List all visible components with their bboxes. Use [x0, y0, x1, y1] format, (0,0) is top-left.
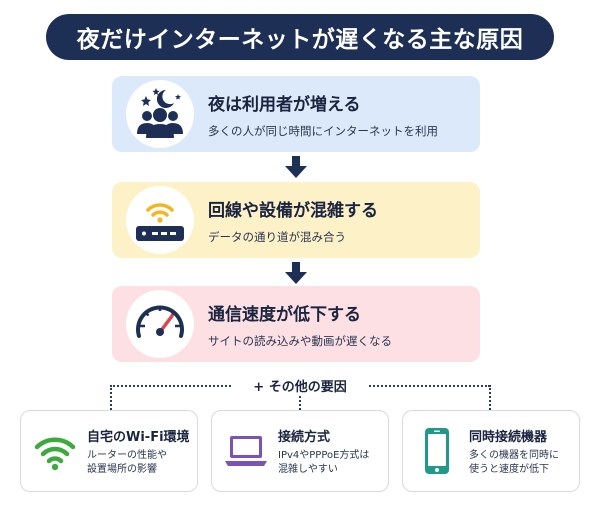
step-title: 回線や設備が混雑する	[208, 200, 378, 221]
factor-card-wifi: 自宅のWi-Fi環境 ルーターの性能や 設置場所の影響	[20, 410, 198, 492]
dotted-connector	[110, 385, 112, 410]
step-speed-drop: 通信速度が低下する サイトの読み込みや動画が遅くなる	[112, 286, 480, 362]
card-description: ルーターの性能や 設置場所の影響	[87, 449, 167, 475]
night-users-icon	[126, 80, 194, 148]
arrow-down-icon	[285, 156, 307, 178]
step-title: 通信速度が低下する	[208, 304, 361, 325]
dotted-connector	[299, 385, 301, 410]
other-factors-label: + その他の要因	[232, 376, 368, 396]
step-congestion: 回線や設備が混雑する データの通り道が混み合う	[112, 182, 480, 258]
card-description: 多くの機器を同時に 使うと速度が低下	[469, 449, 559, 475]
card-title: 自宅のWi-Fi環境	[87, 429, 190, 445]
step-title: 夜は利用者が増える	[208, 94, 361, 115]
arrow-down-icon	[285, 262, 307, 284]
dotted-connector	[489, 385, 491, 410]
step-users-increase: 夜は利用者が増える 多くの人が同じ時間にインターネットを利用	[112, 76, 480, 152]
speedometer-icon	[126, 290, 194, 358]
step-description: データの通り道が混み合う	[208, 229, 346, 244]
page-title: 夜だけインターネットが遅くなる主な原因	[76, 27, 524, 53]
router-wifi-icon	[126, 186, 194, 254]
step-description: 多くの人が同じ時間にインターネットを利用	[208, 123, 438, 138]
smartphone-icon	[411, 425, 463, 477]
step-description: サイトの読み込みや動画が遅くなる	[208, 333, 392, 348]
factor-card-devices: 同時接続機器 多くの機器を同時に 使うと速度が低下	[402, 410, 580, 492]
wifi-icon	[29, 425, 81, 477]
factor-card-connection: 接続方式 IPv4やPPPoE方式は 混雑しやすい	[211, 410, 389, 492]
laptop-icon	[220, 425, 272, 477]
card-description: IPv4やPPPoE方式は 混雑しやすい	[278, 449, 370, 475]
title-banner: 夜だけインターネットが遅くなる主な原因	[46, 14, 554, 60]
card-title: 同時接続機器	[469, 429, 548, 445]
card-title: 接続方式	[278, 429, 331, 445]
